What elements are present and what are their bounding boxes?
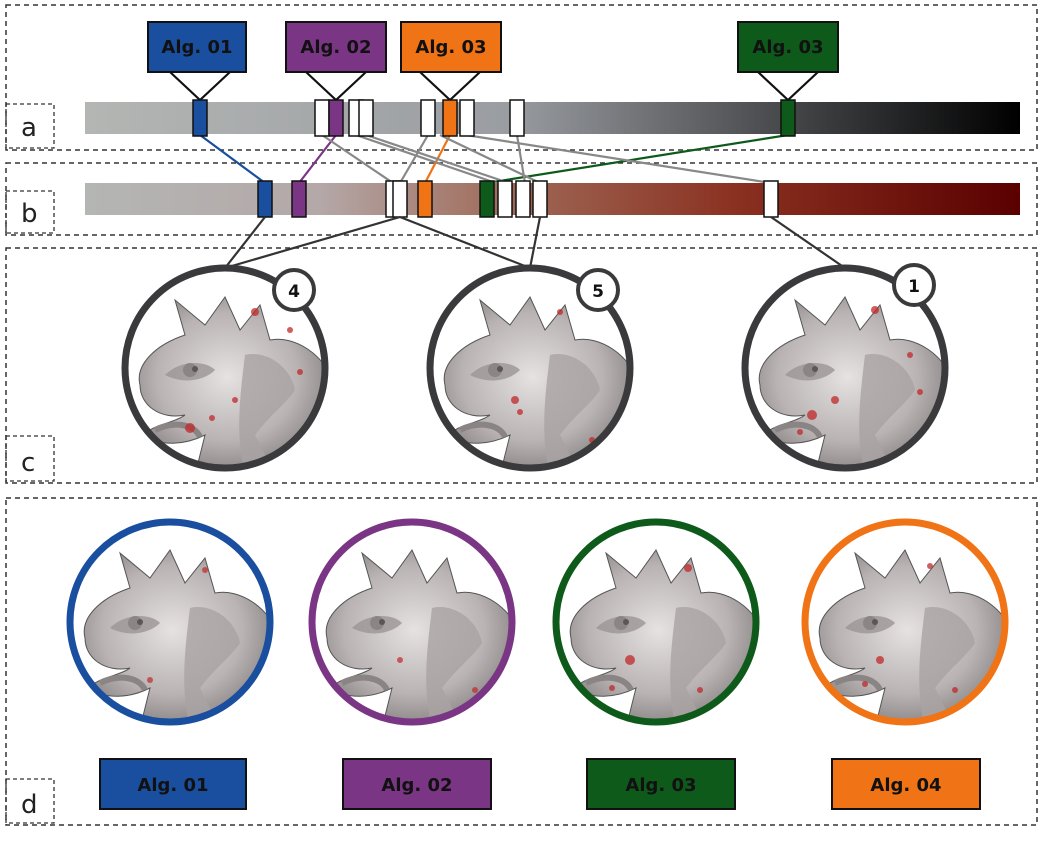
panel-a-border — [5, 4, 1038, 151]
top-callouts: Alg. 01 Alg. 02 Alg. 03 Alg. 03 — [147, 21, 839, 73]
panel-b-letter-box — [5, 190, 55, 234]
zoom-circle-1-ring — [121, 264, 329, 472]
callout-alg03-green: Alg. 03 — [737, 21, 839, 73]
bar-a — [85, 102, 1020, 134]
legend-alg02-label: Alg. 02 — [381, 775, 452, 796]
callout-alg03-orange-label: Alg. 03 — [415, 37, 486, 58]
panel-d-letter: d — [21, 790, 38, 820]
connector-lines-ab — [199, 133, 789, 185]
marker-b-alg01 — [257, 180, 273, 218]
rank-badge-1-label: 4 — [288, 282, 300, 302]
panel-b-letter: b — [21, 199, 38, 229]
bar-b-markers — [257, 180, 779, 218]
callout-alg02: Alg. 02 — [285, 21, 387, 73]
rank-badge-2 — [576, 268, 620, 312]
legend-alg04: Alg. 04 — [831, 758, 981, 810]
marker-a-white-1 — [314, 99, 330, 137]
callout-alg01: Alg. 01 — [147, 21, 247, 73]
legend-alg03: Alg. 03 — [586, 758, 736, 810]
result-circle-alg02 — [308, 518, 516, 726]
rank-badge-2-label: 5 — [592, 282, 604, 302]
marker-b-white-4 — [515, 180, 531, 218]
marker-a-alg03-orange — [442, 99, 458, 137]
zoom-circle-3: 1 — [741, 263, 949, 472]
panel-a-letter: a — [21, 113, 37, 143]
marker-a-white-5 — [459, 99, 475, 137]
panel-c-letter: c — [21, 448, 35, 478]
legend-alg02: Alg. 02 — [342, 758, 492, 810]
panel-d-letter-box — [5, 778, 55, 824]
result-circle-alg01 — [66, 518, 274, 726]
callout-alg03-orange: Alg. 03 — [400, 21, 502, 73]
marker-a-white-6 — [509, 99, 525, 137]
rank-badge-3 — [892, 263, 936, 307]
zoom-circle-1: 4 — [121, 264, 329, 472]
marker-a-alg03-green — [780, 99, 796, 137]
zoom-circle-3-ring — [741, 264, 949, 472]
result-circle-alg03 — [552, 518, 760, 726]
callout-leaders — [169, 71, 819, 102]
legend-alg03-label: Alg. 03 — [625, 775, 696, 796]
marker-a-white-4 — [420, 99, 436, 137]
marker-b-white-6 — [763, 180, 779, 218]
legend-alg01-label: Alg. 01 — [137, 775, 208, 796]
legend-alg01: Alg. 01 — [99, 758, 247, 810]
panel-c-border — [5, 247, 1038, 484]
marker-a-alg02 — [328, 99, 344, 137]
connector-lines-bc — [224, 215, 846, 270]
marker-a-alg01 — [192, 99, 208, 137]
zoom-circle-2: 5 — [426, 264, 634, 472]
marker-a-white-3 — [358, 99, 374, 137]
bottom-legend: Alg. 01 Alg. 02 Alg. 03 Alg. 04 — [99, 758, 981, 810]
zoom-circle-2-ring — [426, 264, 634, 472]
callout-alg02-label: Alg. 02 — [300, 37, 371, 58]
marker-b-alg03-green — [479, 180, 495, 218]
rank-badge-3-label: 1 — [908, 277, 920, 297]
panel-a-letter-box — [5, 103, 55, 149]
marker-b-alg02 — [291, 180, 307, 218]
callout-alg01-label: Alg. 01 — [161, 37, 232, 58]
panel-c-letter-box — [5, 435, 55, 482]
bar-b — [85, 183, 1020, 215]
panel-d-border — [5, 497, 1038, 826]
result-circle-alg04 — [801, 518, 1009, 726]
marker-b-white-5 — [532, 180, 548, 218]
legend-alg04-label: Alg. 04 — [870, 775, 941, 796]
marker-b-alg03-orange — [417, 180, 433, 218]
callout-alg03-green-label: Alg. 03 — [752, 37, 823, 58]
rank-badge-1 — [272, 268, 316, 312]
bar-a-markers — [192, 99, 796, 137]
marker-b-white-2 — [392, 180, 408, 218]
marker-b-white-3 — [497, 180, 513, 218]
